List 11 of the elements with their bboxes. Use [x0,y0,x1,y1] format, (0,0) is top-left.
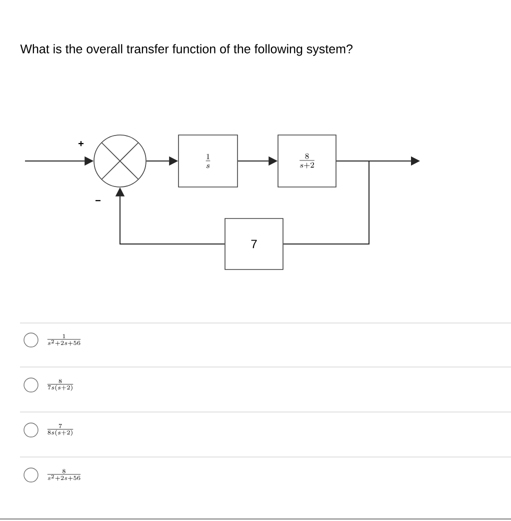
question-text: What is the overall transfer function of the following system? [20,44,352,56]
answer-option: $\frac{7}{8s(s+2)}$ [47,424,74,436]
block-box: $\frac{1}{s}$ [178,134,238,188]
block-box: $\frac{8}{s+2}$ [278,134,336,188]
answer-option: $\frac{1}{s^2+2s+56}$ [47,334,81,346]
sign-label: + [78,141,84,146]
answer-option: $\frac{8}{s^2+2s+56}$ [47,469,81,481]
block-box: 7 [224,218,284,270]
summing-junction [94,134,146,188]
answer-option: $\frac{8}{7s(s+2)}$ [47,378,74,391]
sign-label: − [96,200,100,202]
